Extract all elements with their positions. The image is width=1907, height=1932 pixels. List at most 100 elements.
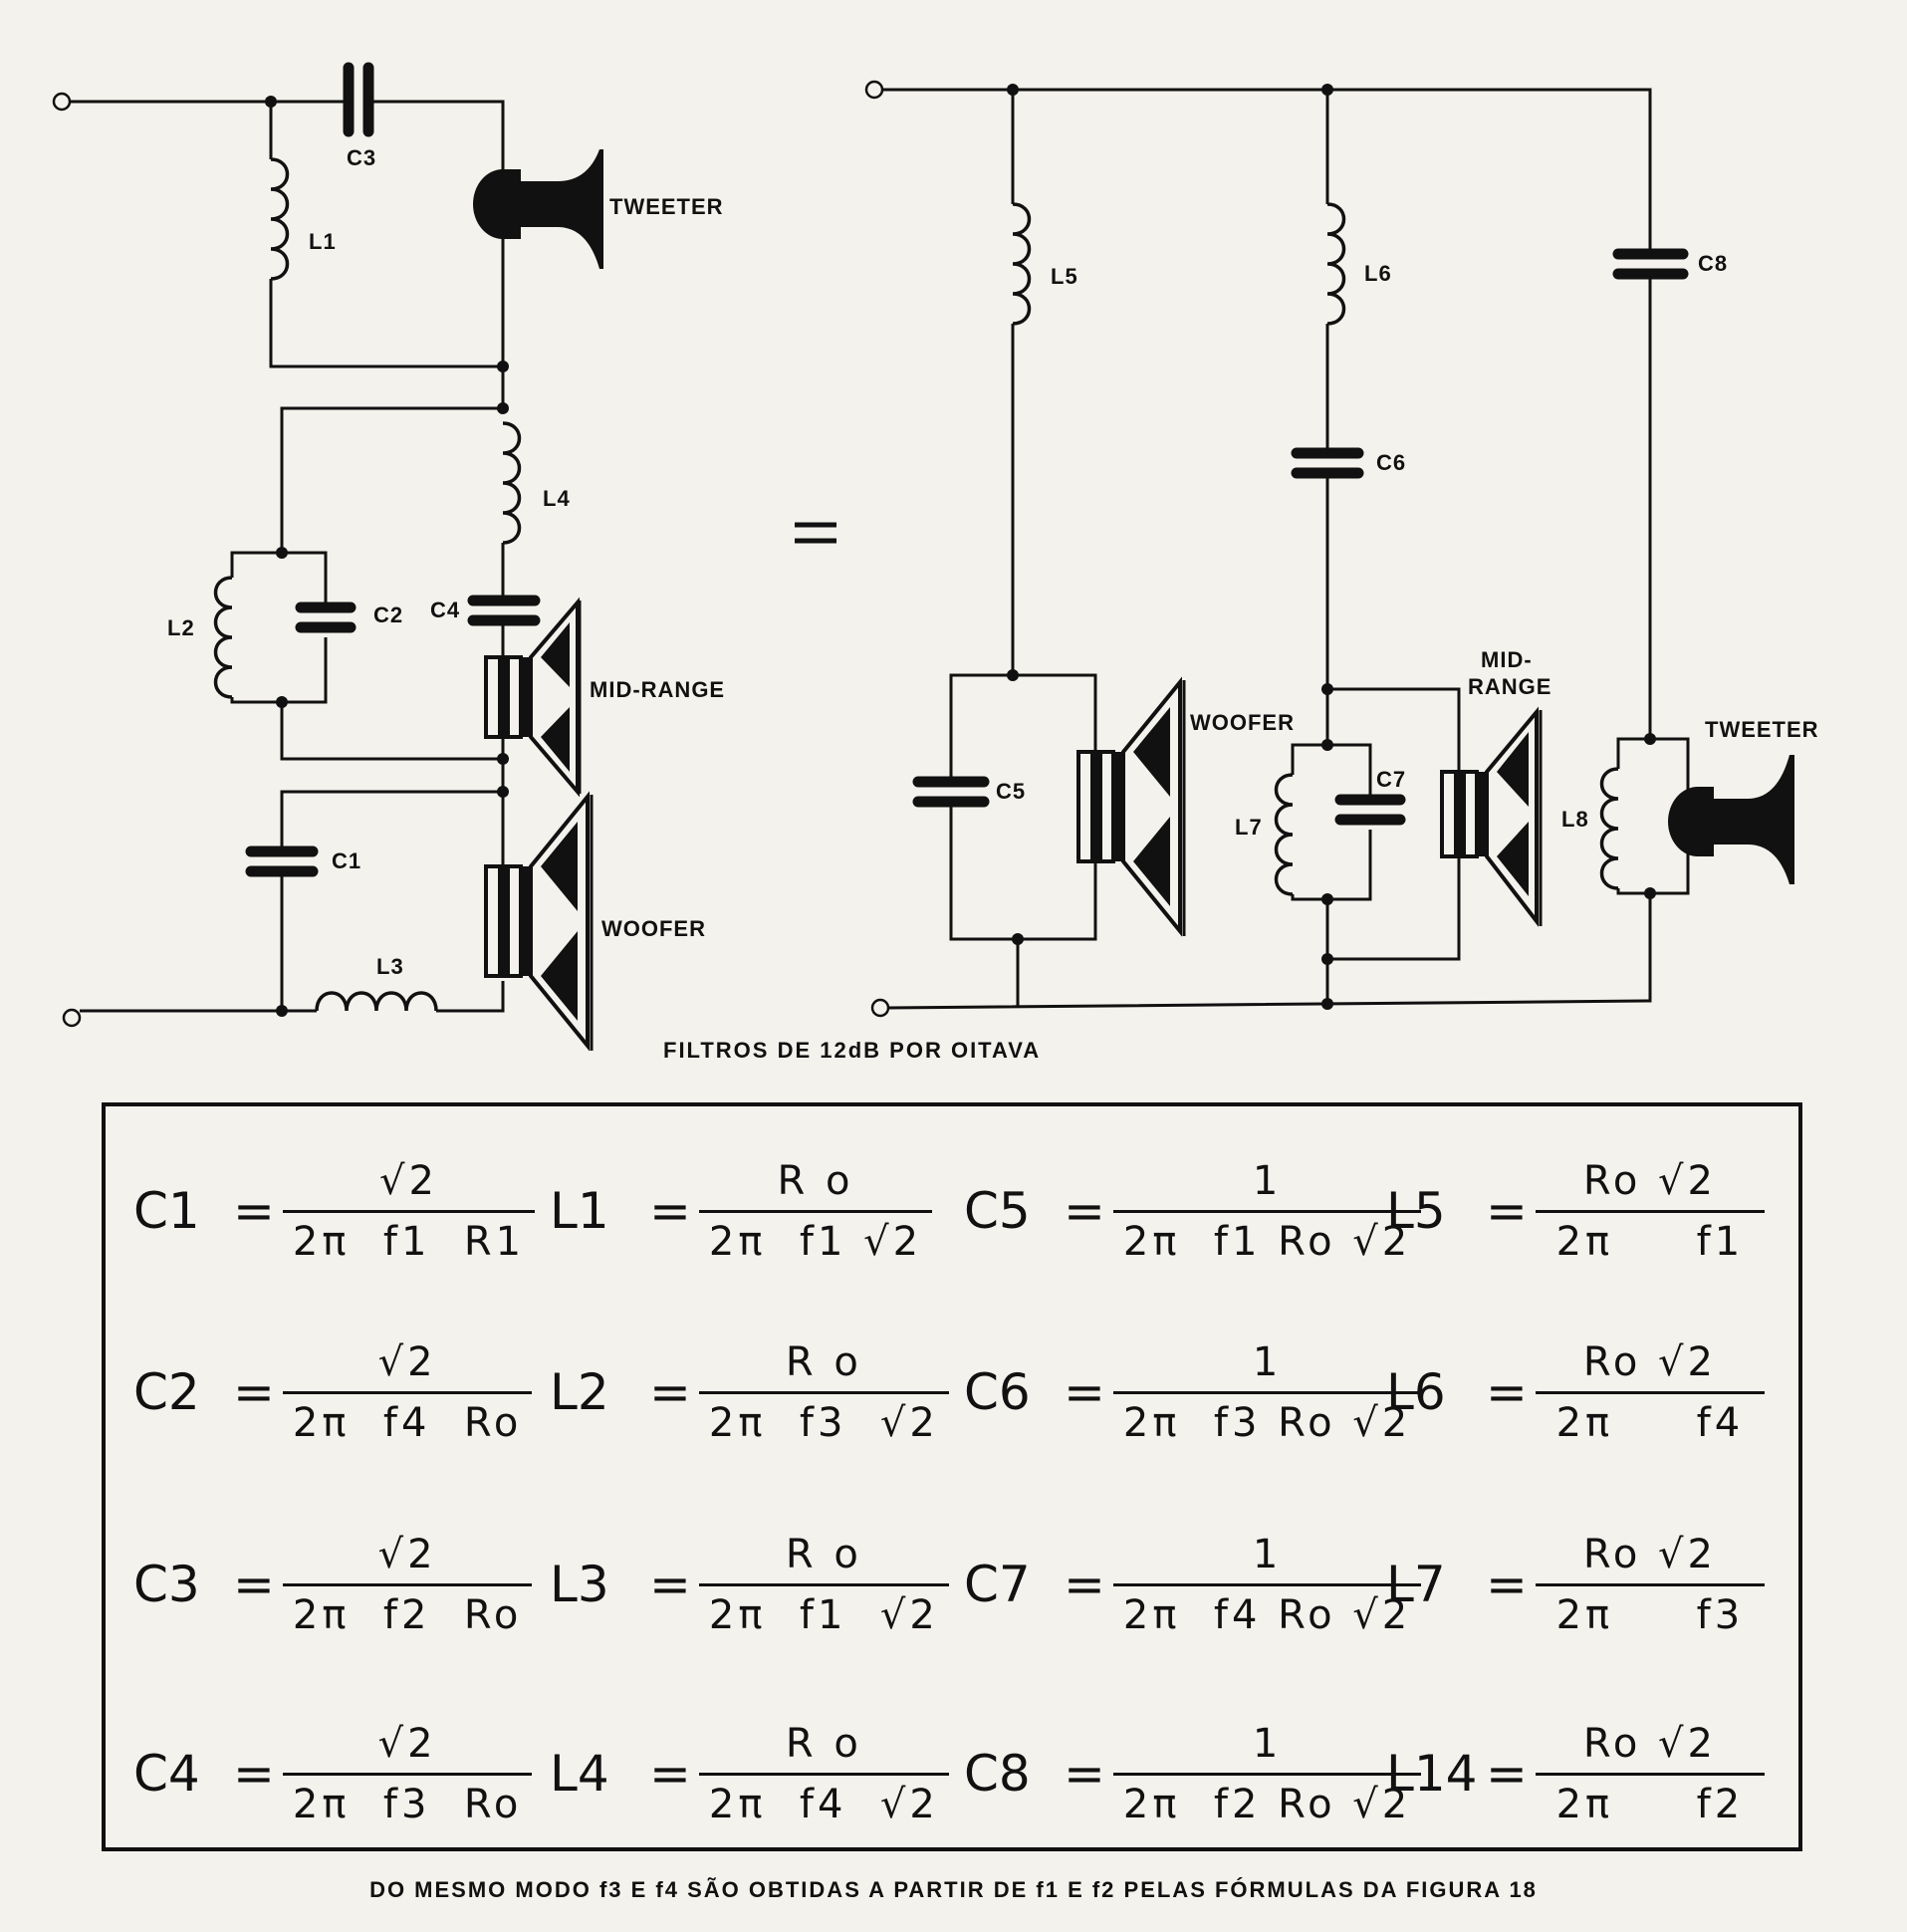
inductor-l7 <box>1274 773 1295 896</box>
numerator: √2 <box>377 1720 437 1767</box>
label-c6: C6 <box>1376 450 1406 475</box>
inductor-l8 <box>1599 767 1620 890</box>
denominator: 2π f2 <box>1535 1772 1765 1827</box>
label-c8: C8 <box>1698 251 1728 276</box>
denominator: 2π f1 √2 <box>698 1582 949 1638</box>
fraction: √2 2π f2 Ro <box>282 1531 533 1638</box>
label-tweeter-right: TWEETER <box>1705 717 1819 742</box>
denominator: 2π f2 Ro <box>282 1582 533 1638</box>
equals: = <box>1064 1556 1105 1613</box>
formula-name: L5 <box>1386 1182 1446 1240</box>
label-l4: L4 <box>543 486 571 511</box>
numerator: 1 <box>1252 1157 1283 1204</box>
denominator: 2π f1 √2 <box>698 1209 933 1265</box>
fraction: Ro √2 2π f4 <box>1535 1338 1765 1446</box>
label-l7: L7 <box>1235 815 1263 840</box>
inductor-l4 <box>501 421 522 545</box>
formula-name: L1 <box>550 1182 609 1240</box>
midrange-speaker <box>484 597 582 798</box>
input-terminal-bottom <box>62 1008 82 1028</box>
output-terminal-bottom <box>870 998 890 1018</box>
formula-name: C1 <box>133 1182 200 1240</box>
diagram-caption: FILTROS DE 12dB POR OITAVA <box>663 1038 1041 1063</box>
label-l8: L8 <box>1561 807 1589 832</box>
numerator: R o <box>777 1157 854 1204</box>
numerator: Ro √2 <box>1582 1338 1717 1385</box>
fraction: R o 2π f1 √2 <box>698 1157 933 1265</box>
numerator: √2 <box>377 1531 437 1577</box>
label-midrange: MID-RANGE <box>590 677 725 702</box>
denominator: 2π f4 <box>1535 1390 1765 1446</box>
denominator: 2π f4 Ro √2 <box>1112 1582 1422 1638</box>
label-l3: L3 <box>376 954 404 979</box>
equals: = <box>649 1745 691 1803</box>
formula-name: C3 <box>133 1556 200 1613</box>
formula-name: C7 <box>964 1556 1031 1613</box>
numerator: 1 <box>1252 1338 1283 1385</box>
label-woofer-right: WOOFER <box>1190 710 1295 735</box>
label-c1: C1 <box>332 848 361 873</box>
inductor-l6 <box>1325 202 1346 326</box>
formula-l1: L1 = R o 2π f1 √2 <box>550 1136 933 1286</box>
label-c4: C4 <box>430 598 460 622</box>
denominator: 2π f3 Ro <box>282 1772 533 1827</box>
label-tweeter: TWEETER <box>609 194 724 219</box>
equals: = <box>1486 1745 1528 1803</box>
equals: = <box>1486 1182 1528 1240</box>
equals: = <box>649 1182 691 1240</box>
equals: = <box>1064 1182 1105 1240</box>
label-c7: C7 <box>1376 767 1406 792</box>
inductor-l3 <box>315 991 438 1013</box>
equals: = <box>649 1363 691 1421</box>
tweeter-horn-right <box>1668 755 1794 884</box>
numerator: Ro √2 <box>1582 1531 1717 1577</box>
equals: = <box>1486 1556 1528 1613</box>
equals: = <box>1064 1745 1105 1803</box>
equals: = <box>233 1556 275 1613</box>
crossover-circuits: C3 L1 TWEETER L2 C2 L4 <box>52 62 1819 1063</box>
formula-name: C4 <box>133 1745 200 1803</box>
midrange-speaker-right <box>1440 706 1543 927</box>
label-c3: C3 <box>347 145 376 170</box>
label-l6: L6 <box>1364 261 1392 286</box>
woofer-speaker-right <box>1076 676 1186 937</box>
label-midrange-line1: MID- <box>1481 647 1533 672</box>
numerator: √2 <box>379 1157 438 1204</box>
denominator: 2π f4 Ro <box>282 1390 533 1446</box>
label-c2: C2 <box>373 603 403 627</box>
denominator: 2π f2 Ro √2 <box>1112 1772 1422 1827</box>
output-terminal-top <box>864 80 884 100</box>
equals: = <box>649 1556 691 1613</box>
formula-name: L2 <box>550 1363 609 1421</box>
equals: = <box>1486 1363 1528 1421</box>
inductor-l5 <box>1011 202 1032 326</box>
formula-name: C5 <box>964 1182 1031 1240</box>
numerator: R o <box>785 1720 862 1767</box>
woofer-speaker-left <box>484 791 594 1052</box>
denominator: 2π f4 √2 <box>698 1772 949 1827</box>
numerator: R o <box>785 1338 862 1385</box>
label-midrange-line2: RANGE <box>1468 674 1551 699</box>
denominator: 2π f3 <box>1535 1582 1765 1638</box>
fraction: R o 2π f4 √2 <box>698 1720 949 1827</box>
